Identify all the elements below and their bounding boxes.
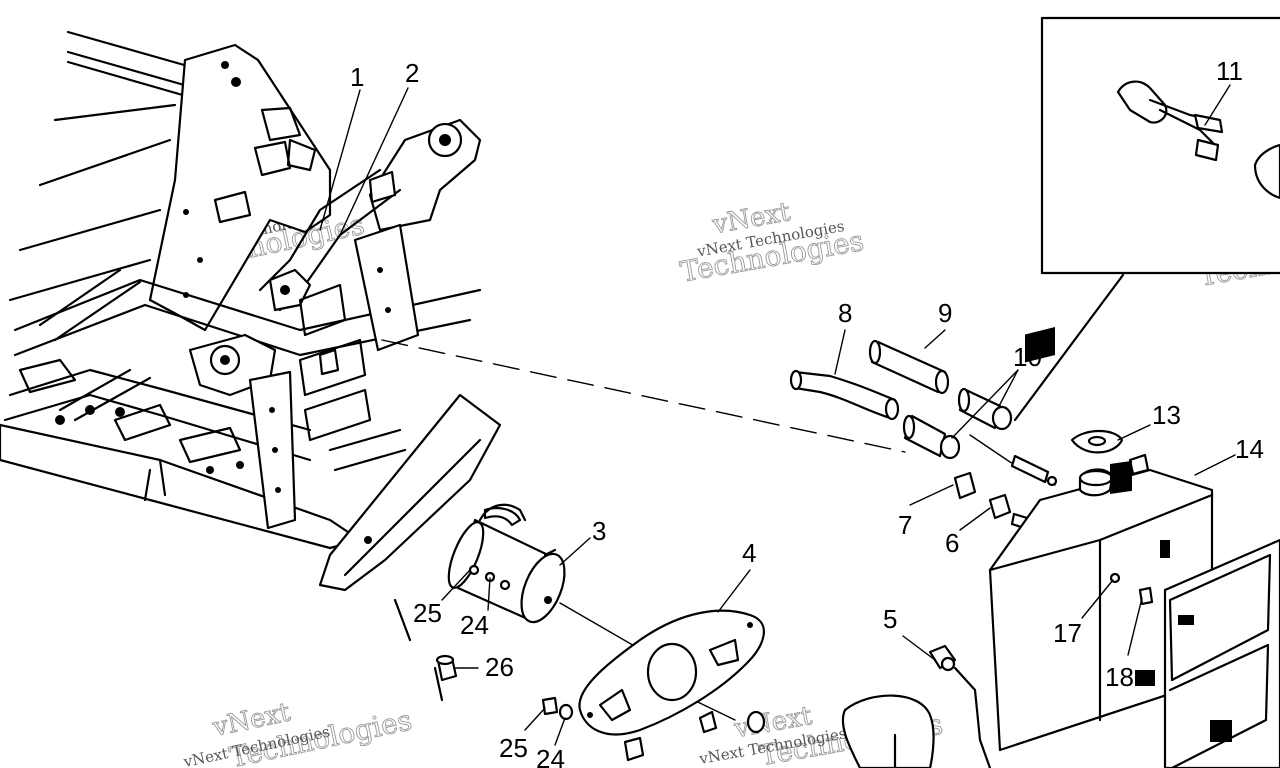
- callout-labels: 1 2 3 4 5 6 7 8 9 10 11 13 14 17 18 24 2…: [350, 56, 1264, 768]
- callout-11: 11: [1216, 56, 1243, 86]
- callout-1: 1: [350, 62, 364, 92]
- leader-lines: [319, 84, 1236, 746]
- mounting-plate: [578, 609, 766, 762]
- starter-motor: [447, 503, 736, 721]
- callout-4: 4: [742, 538, 756, 568]
- callout-26: 26: [485, 652, 514, 682]
- chassis-frame: [0, 30, 522, 592]
- callout-24-upper: 24: [460, 610, 489, 640]
- callout-9: 9: [938, 298, 952, 328]
- detail-inset: [1013, 16, 1280, 422]
- callout-6: 6: [945, 528, 959, 558]
- callout-18: 18: [1105, 662, 1134, 692]
- fasteners: [393, 598, 935, 768]
- callout-13: 13: [1152, 400, 1181, 430]
- fitting-5: [928, 644, 992, 768]
- watermark-bottom-left: vNext Technologies vNext Technologies: [181, 697, 415, 768]
- callout-2: 2: [405, 58, 419, 88]
- hoses: [789, 339, 1058, 532]
- radiator-tank: [988, 326, 1280, 768]
- watermark-top-center: vNext Technologies vNext Technologies: [677, 197, 866, 289]
- callout-17: 17: [1053, 618, 1082, 648]
- callout-5: 5: [883, 604, 897, 634]
- callout-24-lower: 24: [536, 744, 565, 768]
- callout-3: 3: [592, 516, 606, 546]
- callout-14: 14: [1235, 434, 1264, 464]
- callout-8: 8: [838, 298, 852, 328]
- callout-25-upper: 25: [413, 598, 442, 628]
- callout-7: 7: [898, 510, 912, 540]
- callout-10: 10: [1013, 342, 1042, 372]
- callout-25-lower: 25: [499, 733, 528, 763]
- assembly-center-line: [381, 339, 906, 453]
